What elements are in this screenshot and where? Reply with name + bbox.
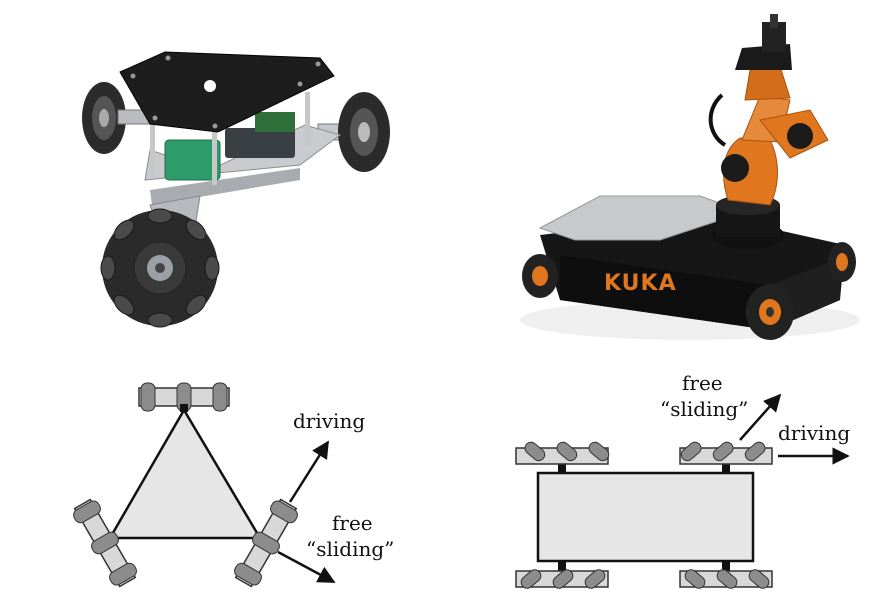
omni-wheel-right <box>317 92 390 172</box>
tri-free-label: free <box>332 511 373 535</box>
tri-driving-arrow <box>288 440 330 503</box>
mecanum-wheel-top-right <box>679 441 773 465</box>
rect-sliding-label: “sliding” <box>660 397 748 421</box>
mecanum-rect-diagram: free “sliding” driving <box>515 371 850 589</box>
tri-sliding-label: “sliding” <box>306 537 394 561</box>
mecanum-wheel-bottom-left <box>515 569 609 589</box>
triangle-chassis <box>107 407 263 540</box>
rectangle-chassis <box>536 471 755 563</box>
mecanum-wheel-front-left <box>522 254 558 298</box>
omni-wheel-top <box>138 382 230 412</box>
mecanum-wheel-top-left <box>515 441 610 465</box>
tri-driving-label: driving <box>293 409 365 433</box>
mecanum-wheel-front-right <box>746 284 794 340</box>
omni-wheel-front <box>100 208 220 328</box>
kuka-logo-text: KUKA <box>604 271 677 296</box>
rect-free-label: free <box>682 371 723 395</box>
omni-wheel-bottom-left <box>73 498 137 588</box>
mecanum-wheel-back-right <box>828 242 856 282</box>
tri-sliding-arrow <box>277 550 336 584</box>
three-wheel-omni-robot-photo <box>82 51 390 328</box>
omni-wheel-back-left <box>82 82 126 154</box>
three-wheel-omni-diagram: driving free “sliding” <box>73 382 394 588</box>
mecanum-wheel-bottom-right <box>679 569 773 589</box>
kuka-youbot-photo: KUKA <box>520 14 860 340</box>
rect-sliding-arrow <box>739 393 782 441</box>
omni-wheel-bottom-right <box>234 498 298 588</box>
rect-driving-label: driving <box>778 421 850 445</box>
robot-arm <box>708 14 829 206</box>
